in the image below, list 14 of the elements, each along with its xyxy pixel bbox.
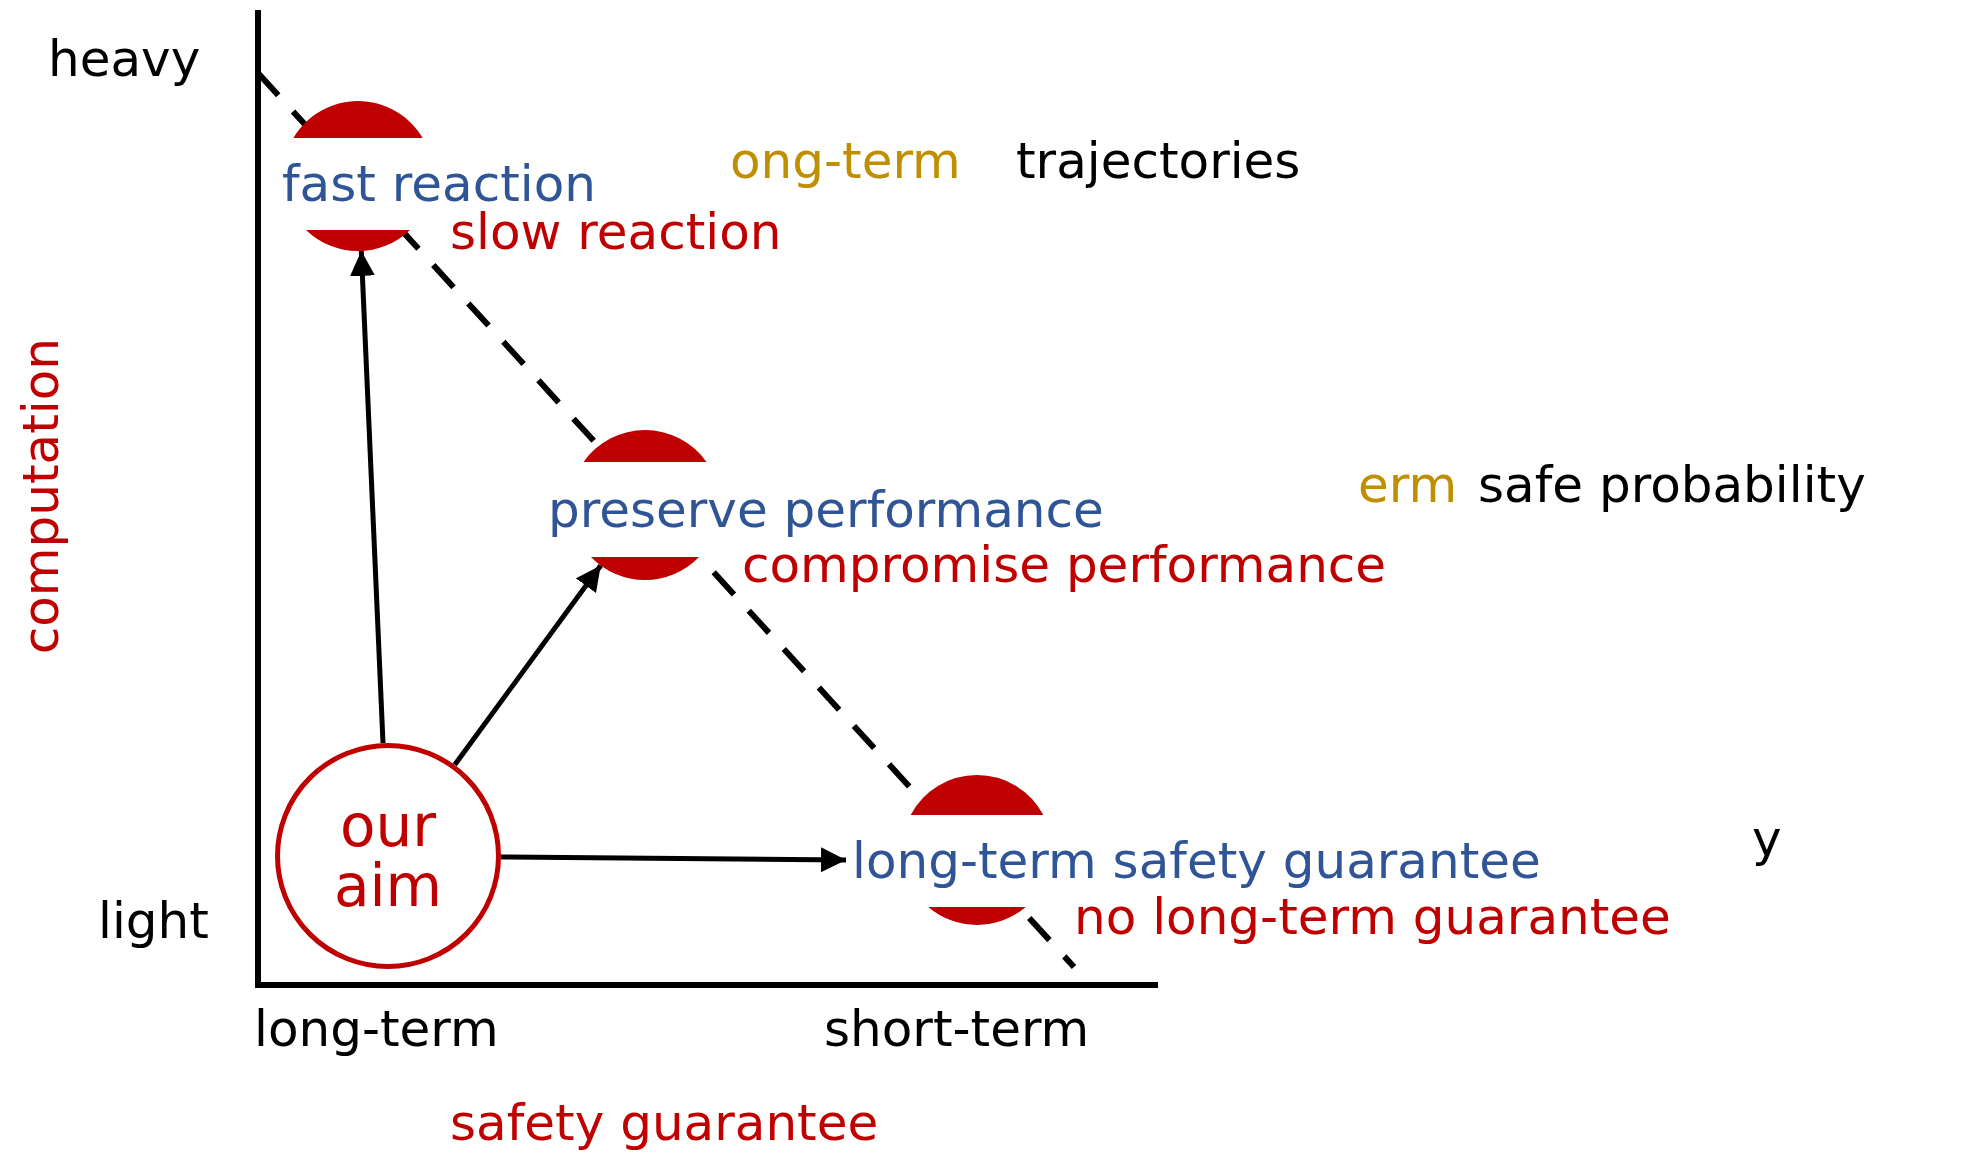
axis-label: long-term [254,1004,499,1054]
axis-label: safe probability [1478,460,1866,510]
axis-label: y [1752,814,1782,864]
axis-title: computation [16,338,66,655]
axis-label: erm [1358,460,1458,510]
arrow [349,250,386,744]
axis-label: ong-term [730,136,961,186]
axis-label: short-term [824,1004,1090,1054]
axis-label: heavy [48,34,201,84]
axis-label: light [98,896,209,946]
axis-label: trajectories [1016,136,1301,186]
arrow [452,564,603,767]
axis-label: safety guarantee [450,1098,879,1148]
arrow [500,847,847,873]
